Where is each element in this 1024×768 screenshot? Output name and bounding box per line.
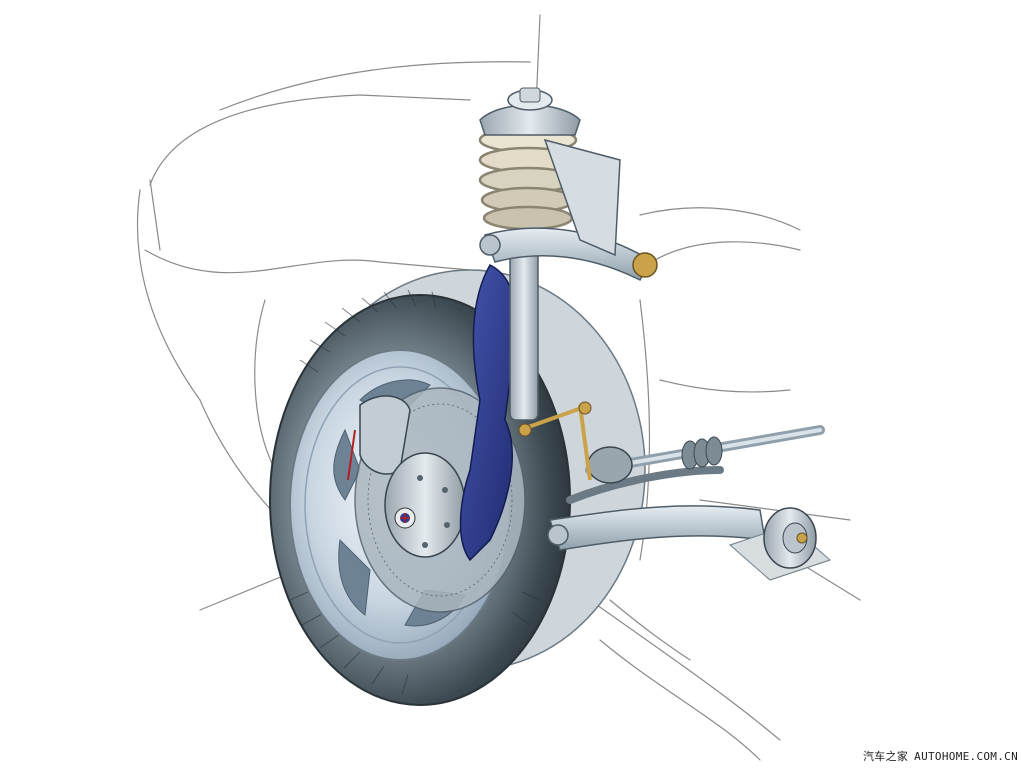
anti-roll-bar-link bbox=[518, 401, 592, 481]
subframe-bushing bbox=[729, 507, 831, 581]
strut-top-mount bbox=[479, 87, 581, 136]
lower-control-arm bbox=[547, 466, 766, 551]
watermark-brand: 汽车之家 bbox=[862, 750, 909, 763]
drive-shaft bbox=[585, 425, 825, 484]
watermark-domain: AUTOHOME.COM.CN bbox=[914, 750, 1018, 763]
upper-control-arm bbox=[479, 138, 658, 282]
wheel-hub bbox=[384, 452, 466, 558]
watermark: 汽车之家 AUTOHOME.COM.CN bbox=[863, 748, 1018, 764]
brake-caliper bbox=[347, 395, 411, 481]
